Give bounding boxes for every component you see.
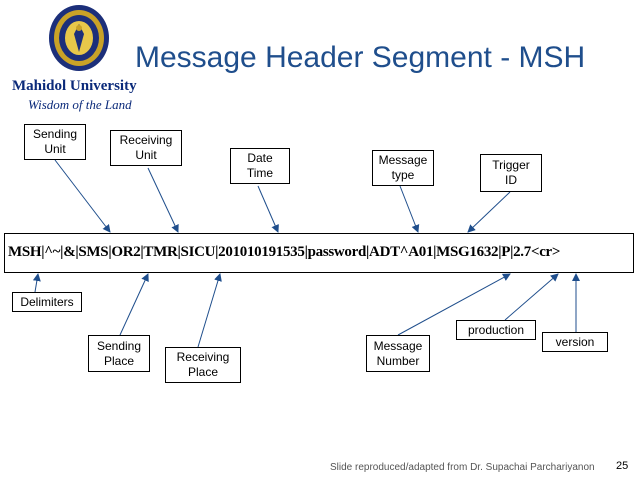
footer-credit: Slide reproduced/adapted from Dr. Supach… bbox=[330, 462, 595, 473]
label-receiving-place: Receiving Place bbox=[165, 347, 241, 383]
arrow-sending-place bbox=[119, 273, 149, 336]
label-message-type: Message type bbox=[372, 150, 434, 186]
arrow-message-type bbox=[399, 185, 420, 233]
arrow-sending-unit bbox=[54, 159, 111, 233]
arrow-receiving-unit bbox=[147, 167, 179, 233]
label-version: version bbox=[542, 332, 608, 352]
label-sending-unit: Sending Unit bbox=[24, 124, 86, 160]
university-name: Mahidol University bbox=[12, 78, 137, 94]
label-date-time: Date Time bbox=[230, 148, 290, 184]
arrow-trigger-id bbox=[467, 191, 511, 233]
msh-message-text: MSH|^~|&|SMS|OR2|TMR|SICU|201010191535|p… bbox=[8, 244, 561, 260]
label-delimiters: Delimiters bbox=[12, 292, 82, 312]
label-receiving-unit: Receiving Unit bbox=[110, 130, 182, 166]
university-tagline: Wisdom of the Land bbox=[28, 97, 132, 112]
label-production: production bbox=[456, 320, 536, 340]
arrow-date-time bbox=[257, 185, 279, 233]
arrow-receiving-place bbox=[197, 273, 222, 348]
university-seal-logo bbox=[49, 5, 109, 71]
label-sending-place: Sending Place bbox=[88, 335, 150, 372]
label-message-number: Message Number bbox=[366, 335, 430, 372]
arrow-delimiters bbox=[32, 273, 41, 293]
msh-message-box bbox=[4, 233, 634, 273]
page-number: 25 bbox=[616, 460, 629, 472]
slide-title: Message Header Segment - MSH bbox=[135, 41, 586, 74]
arrow-production bbox=[504, 273, 559, 321]
label-trigger-id: Trigger ID bbox=[480, 154, 542, 192]
